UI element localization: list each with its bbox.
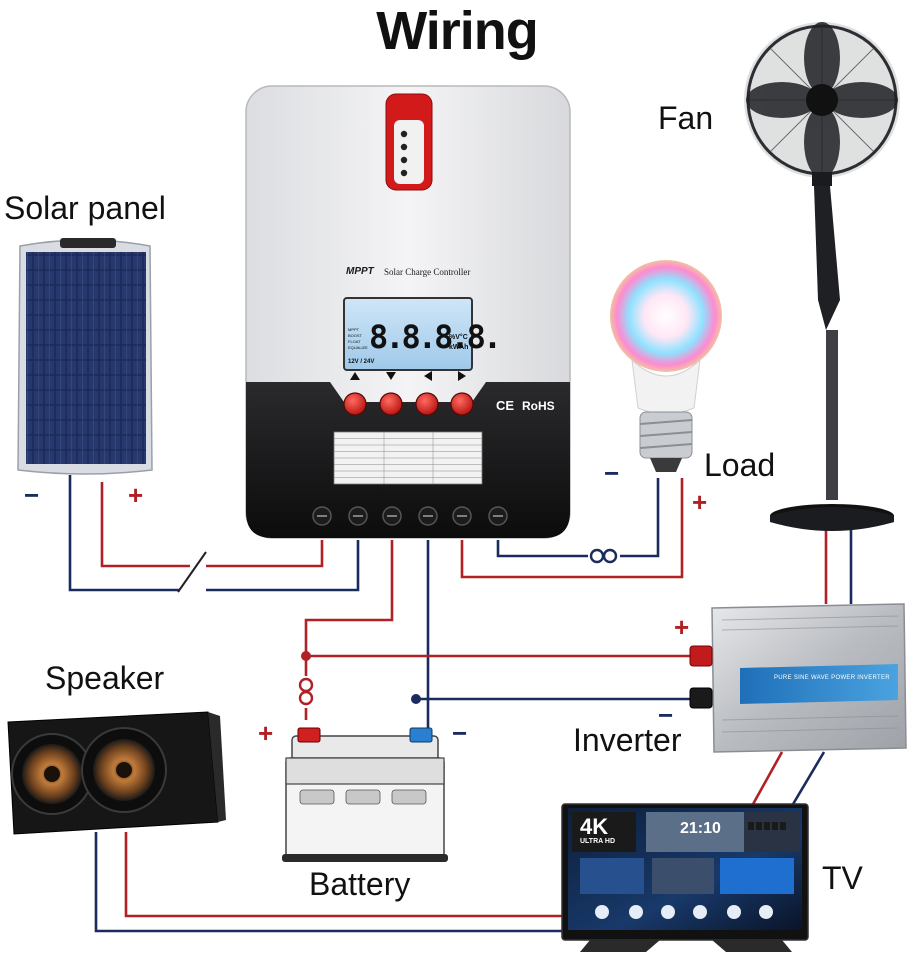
solar-plus-sign: +	[128, 480, 144, 510]
lcd-units-top: %V°C	[449, 334, 468, 341]
speaker-tv-blue-wire	[94, 832, 600, 933]
tv-ultra-hd-text: ULTRA HD	[580, 838, 615, 845]
standing-fan	[744, 22, 900, 531]
label-solar-panel: Solar panel	[4, 190, 166, 226]
battery-minus-sign: −	[452, 718, 468, 748]
wire-layer	[68, 475, 853, 933]
lcd-mode-boost: BOOST	[348, 333, 363, 338]
controller-product-text: Solar Charge Controller	[384, 267, 471, 277]
lcd-units-bottom: kWAh	[449, 344, 469, 351]
inverter-minus-sign: −	[658, 700, 674, 730]
controller-brand-text: MPPT	[346, 266, 374, 277]
negative-junction-dot	[411, 694, 421, 704]
label-battery: Battery	[309, 866, 411, 902]
lcd-mode-float: FLOAT	[348, 339, 361, 344]
power-inverter	[689, 603, 907, 753]
lcd-voltage-text: 12V / 24V	[348, 359, 375, 365]
charge-controller	[245, 85, 571, 539]
lcd-mode-mppt: MPPT	[348, 327, 360, 332]
controller-battery-positive-wire	[304, 540, 394, 720]
controller-pv-negative-wire	[206, 540, 360, 592]
solar-panel	[17, 238, 153, 475]
speaker-tv-red-wire	[124, 832, 590, 918]
label-speaker: Speaker	[45, 660, 165, 696]
diagram-title: Wiring	[376, 1, 538, 61]
load-plus-sign: +	[692, 487, 708, 517]
controller-button-down	[379, 392, 403, 416]
tv-4k-badge: 4K	[580, 814, 609, 839]
tv-clock: 21:10	[680, 820, 721, 837]
battery-fuse-icon	[298, 676, 314, 708]
breaker-switch-line	[177, 551, 207, 593]
label-inverter: Inverter	[573, 722, 682, 758]
led-bulb	[610, 260, 722, 472]
battery-plus-sign: +	[258, 718, 274, 748]
solar-negative-wire	[68, 475, 180, 592]
inverter-panel-text: PURE SINE WAVE POWER INVERTER	[774, 675, 890, 681]
solar-positive-wire	[100, 482, 190, 568]
speaker	[7, 711, 226, 835]
load-minus-sign: −	[604, 458, 620, 488]
controller-button-left	[415, 392, 439, 416]
controller-pv-positive-wire	[206, 540, 324, 568]
controller-rohs-mark: RoHS	[522, 399, 555, 413]
controller-ce-mark: CE	[496, 398, 515, 413]
solar-minus-sign: −	[24, 480, 40, 510]
lcd-digits: 8.8.8.8.	[369, 318, 502, 356]
label-load: Load	[704, 447, 776, 483]
load-fuse-icon	[588, 548, 620, 564]
battery	[282, 727, 448, 862]
controller-load-negative-wire	[496, 478, 660, 558]
label-fan: Fan	[658, 100, 714, 136]
controller-button-up	[343, 392, 367, 416]
inverter-plus-sign: +	[674, 612, 690, 642]
controller-load-positive-wire	[460, 478, 684, 579]
lcd-mode-list: MPPT BOOST FLOAT EQUALIZE	[348, 327, 368, 351]
label-tv: TV	[822, 860, 863, 896]
controller-button-right	[450, 392, 474, 416]
positive-junction-dot	[301, 651, 311, 661]
lcd-mode-equalize: EQUALIZE	[348, 345, 368, 350]
inverter-tv-red-wire	[750, 751, 784, 807]
television	[561, 803, 809, 952]
